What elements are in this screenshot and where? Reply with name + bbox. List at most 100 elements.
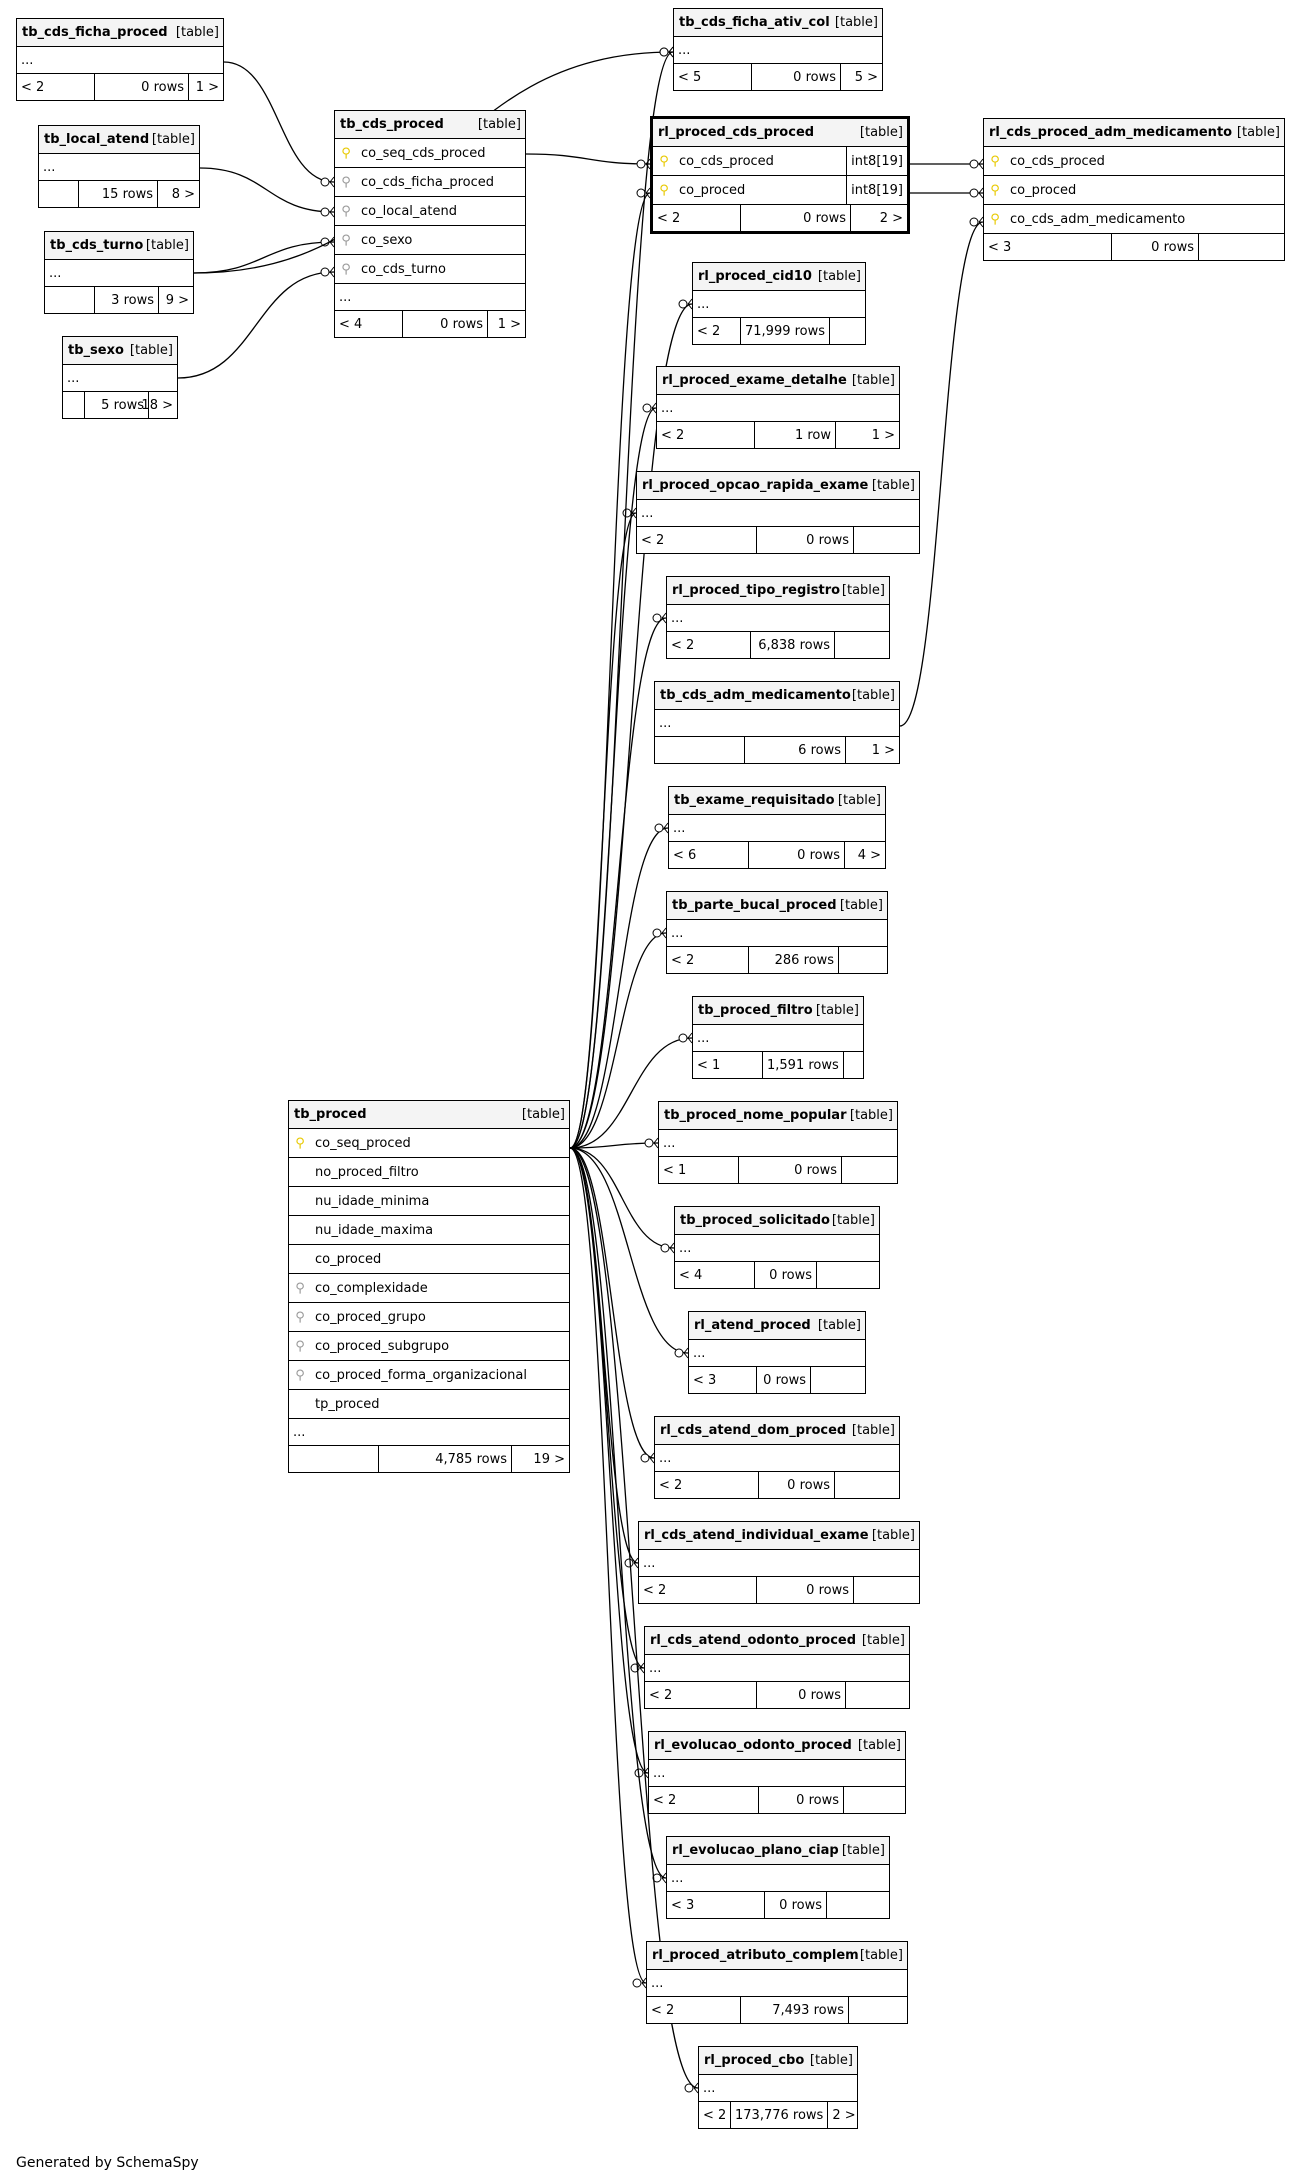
more-columns-ellipsis[interactable]: ... (655, 710, 899, 737)
more-columns-ellipsis[interactable]: ... (693, 291, 865, 318)
more-columns-ellipsis[interactable]: ... (649, 1760, 905, 1787)
column-row[interactable]: ⚲co_complexidade (289, 1274, 569, 1303)
child-count-link[interactable] (835, 1472, 899, 1498)
column-row[interactable]: ⚲co_proced_forma_organizacional (289, 1361, 569, 1390)
table-name[interactable]: tb_sexo (68, 343, 124, 358)
table-name[interactable]: tb_exame_requisitado (674, 793, 835, 808)
child-count-link[interactable]: 1 > (871, 742, 895, 758)
child-count-link[interactable] (830, 318, 865, 344)
table-name[interactable]: rl_proced_atributo_complem (652, 1948, 859, 1963)
child-count-link[interactable]: 1 > (195, 79, 219, 95)
more-columns-ellipsis[interactable]: ... (667, 1865, 889, 1892)
table-name[interactable]: tb_proced_filtro (698, 1003, 813, 1018)
table-name[interactable]: tb_cds_ficha_ativ_col (679, 15, 830, 30)
child-count-link[interactable] (842, 1157, 897, 1183)
parent-count-link[interactable]: < 4 (335, 311, 403, 337)
parent-count-link[interactable] (655, 737, 745, 763)
table-name[interactable]: rl_cds_atend_individual_exame (644, 1528, 869, 1543)
child-count-link[interactable] (839, 947, 887, 973)
column-row[interactable]: co_proced (289, 1245, 569, 1274)
table-name[interactable]: rl_proced_exame_detalhe (662, 373, 847, 388)
child-count-link[interactable] (854, 1577, 919, 1603)
column-row[interactable]: nu_idade_maxima (289, 1216, 569, 1245)
column-row[interactable]: ⚲co_seq_cds_proced (335, 139, 525, 168)
child-count-link[interactable]: 19 > (533, 1451, 565, 1467)
table-name[interactable]: tb_proced_solicitado (680, 1213, 830, 1228)
parent-count-link[interactable]: < 2 (649, 1787, 759, 1813)
parent-count-link[interactable]: < 2 (647, 1997, 741, 2023)
child-count-link[interactable]: 5 > (854, 69, 878, 85)
more-columns-ellipsis[interactable]: ... (667, 920, 887, 947)
more-columns-ellipsis[interactable]: ... (647, 1970, 907, 1997)
more-columns-ellipsis[interactable]: ... (693, 1025, 863, 1052)
child-count-link[interactable] (846, 1682, 909, 1708)
parent-count-link[interactable]: < 2 (655, 1472, 759, 1498)
table-name[interactable]: tb_cds_ficha_proced (22, 25, 168, 40)
parent-count-link[interactable]: < 1 (659, 1157, 739, 1183)
parent-count-link[interactable]: < 2 (645, 1682, 757, 1708)
parent-count-link[interactable]: < 2 (667, 947, 749, 973)
more-columns-ellipsis[interactable]: ... (689, 1340, 865, 1367)
parent-count-link[interactable] (289, 1446, 379, 1472)
table-name[interactable]: tb_parte_bucal_proced (672, 898, 837, 913)
child-count-link[interactable]: 1 > (497, 316, 521, 332)
more-columns-ellipsis[interactable]: ... (645, 1655, 909, 1682)
table-rl-cds-atend-individual-exame[interactable]: rl_cds_atend_individual_exame[table]...<… (638, 1521, 920, 1604)
parent-count-link[interactable]: < 1 (693, 1052, 763, 1078)
child-count-link[interactable]: 9 > (165, 292, 189, 308)
table-name[interactable]: rl_evolucao_plano_ciap (672, 1843, 839, 1858)
column-row[interactable]: ⚲co_cds_proced (984, 147, 1284, 176)
table-name[interactable]: rl_cds_atend_dom_proced (660, 1423, 847, 1438)
parent-count-link[interactable]: < 3 (984, 234, 1112, 260)
column-row[interactable]: ⚲co_cds_ficha_proced (335, 168, 525, 197)
child-count-link[interactable] (835, 632, 889, 658)
more-columns-ellipsis[interactable]: ... (17, 47, 223, 74)
table-name[interactable]: rl_cds_proced_adm_medicamento (989, 125, 1233, 140)
table-rl-proced-cds-proced[interactable]: rl_proced_cds_proced[table]⚲co_cds_proce… (650, 116, 910, 234)
table-name[interactable]: rl_cds_atend_odonto_proced (650, 1633, 857, 1648)
more-columns-ellipsis[interactable]: ... (675, 1235, 879, 1262)
more-columns-ellipsis[interactable]: ... (63, 365, 177, 392)
child-count-link[interactable] (1199, 234, 1284, 260)
child-count-link[interactable]: 2 > (832, 2107, 856, 2123)
column-row[interactable]: ⚲co_proced_grupo (289, 1303, 569, 1332)
child-count-link[interactable]: 2 > (879, 210, 903, 226)
child-count-link[interactable] (827, 1892, 889, 1918)
column-row[interactable]: ⚲co_local_atend (335, 197, 525, 226)
more-columns-ellipsis[interactable]: ... (669, 815, 885, 842)
child-count-link[interactable] (817, 1262, 879, 1288)
column-row[interactable]: ⚲co_cds_turno (335, 255, 525, 284)
table-tb-cds-proced[interactable]: tb_cds_proced[table]⚲co_seq_cds_proced⚲c… (334, 110, 526, 338)
table-name[interactable]: tb_local_atend (44, 132, 150, 147)
more-columns-ellipsis[interactable]: ... (657, 395, 899, 422)
parent-count-link[interactable]: < 2 (657, 422, 755, 448)
parent-count-link[interactable] (45, 287, 95, 313)
table-name[interactable]: rl_proced_opcao_rapida_exame (642, 478, 869, 493)
child-count-link[interactable]: 4 > (857, 847, 881, 863)
table-name[interactable]: tb_cds_proced (340, 117, 444, 132)
child-count-link[interactable] (854, 527, 919, 553)
table-name[interactable]: rl_atend_proced (694, 1318, 811, 1333)
parent-count-link[interactable]: < 6 (669, 842, 749, 868)
parent-count-link[interactable]: < 2 (637, 527, 757, 553)
column-row[interactable]: ⚲co_proced_subgrupo (289, 1332, 569, 1361)
child-count-link[interactable] (844, 1787, 905, 1813)
column-row[interactable]: ⚲co_sexo (335, 226, 525, 255)
more-columns-ellipsis[interactable]: ... (667, 605, 889, 632)
table-name[interactable]: rl_proced_tipo_registro (672, 583, 841, 598)
